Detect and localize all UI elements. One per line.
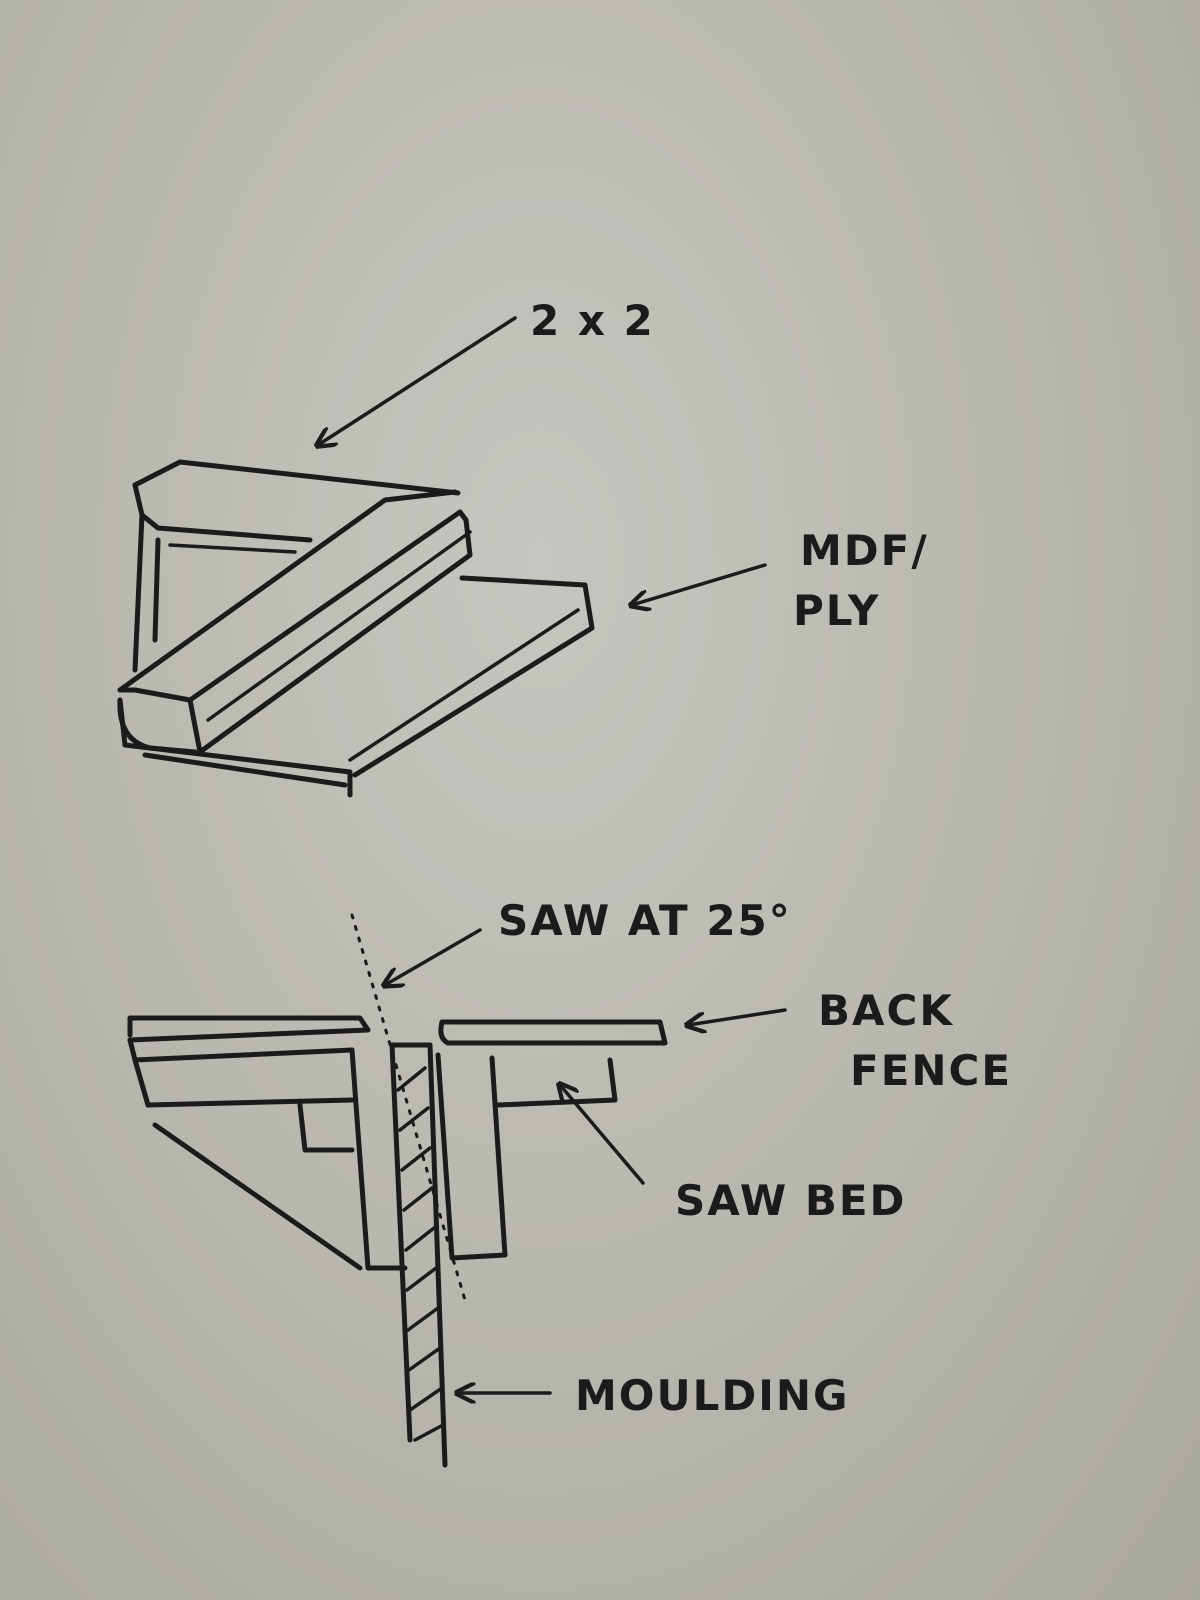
- arrow-saw-angle: [385, 928, 482, 985]
- arrow-back-fence: [688, 1008, 787, 1025]
- label-mdf-line1: MDF/: [800, 526, 929, 575]
- section-view-drawing: [127, 913, 668, 1468]
- label-back-fence-line1: BACK: [818, 986, 954, 1035]
- label-saw-angle: SAW AT 25°: [498, 896, 792, 945]
- arrow-mdf-ply: [632, 563, 767, 605]
- isometric-jig-drawing: [117, 459, 595, 798]
- label-saw-bed: SAW BED: [675, 1176, 906, 1225]
- label-2x2: 2 x 2: [530, 296, 655, 345]
- label-ply-line2: PLY: [793, 586, 880, 635]
- label-back-fence-line2: FENCE: [850, 1046, 1012, 1095]
- arrow-2x2: [318, 316, 517, 445]
- arrow-saw-bed: [560, 1085, 645, 1185]
- label-moulding: MOULDING: [575, 1371, 849, 1420]
- moulding-hatching: [396, 1066, 445, 1442]
